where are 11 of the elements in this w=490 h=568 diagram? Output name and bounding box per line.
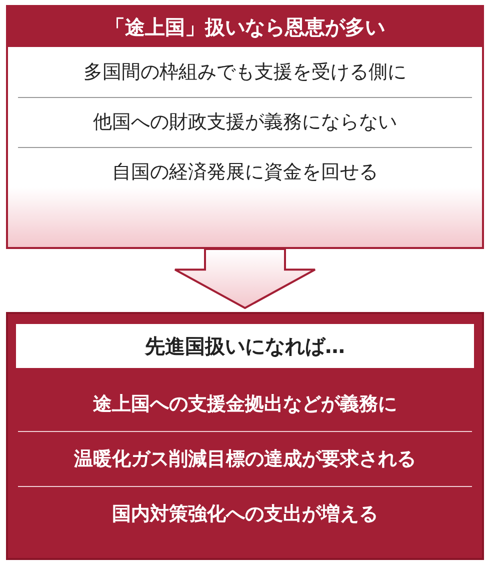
list-item: 自国の経済発展に資金を回せる bbox=[111, 160, 379, 185]
list-item: 他国への財政支援が義務にならない bbox=[92, 110, 398, 135]
list-item: 途上国への支援金拠出などが義務に bbox=[92, 392, 398, 416]
list-item: 温暖化ガス削減目標の達成が要求される bbox=[72, 446, 417, 472]
panel-heading: 「途上国」扱いなら恩恵が多い bbox=[8, 7, 482, 47]
block-arrow bbox=[174, 248, 316, 310]
dark-panel bbox=[6, 312, 484, 560]
list-item: 国内対策強化への支出が増える bbox=[111, 502, 379, 526]
list-item: 多国間の枠組みでも支援を受ける側に bbox=[82, 60, 408, 85]
panel-heading: 先進国扱いになれば… bbox=[16, 324, 474, 368]
info-panel bbox=[6, 5, 484, 249]
